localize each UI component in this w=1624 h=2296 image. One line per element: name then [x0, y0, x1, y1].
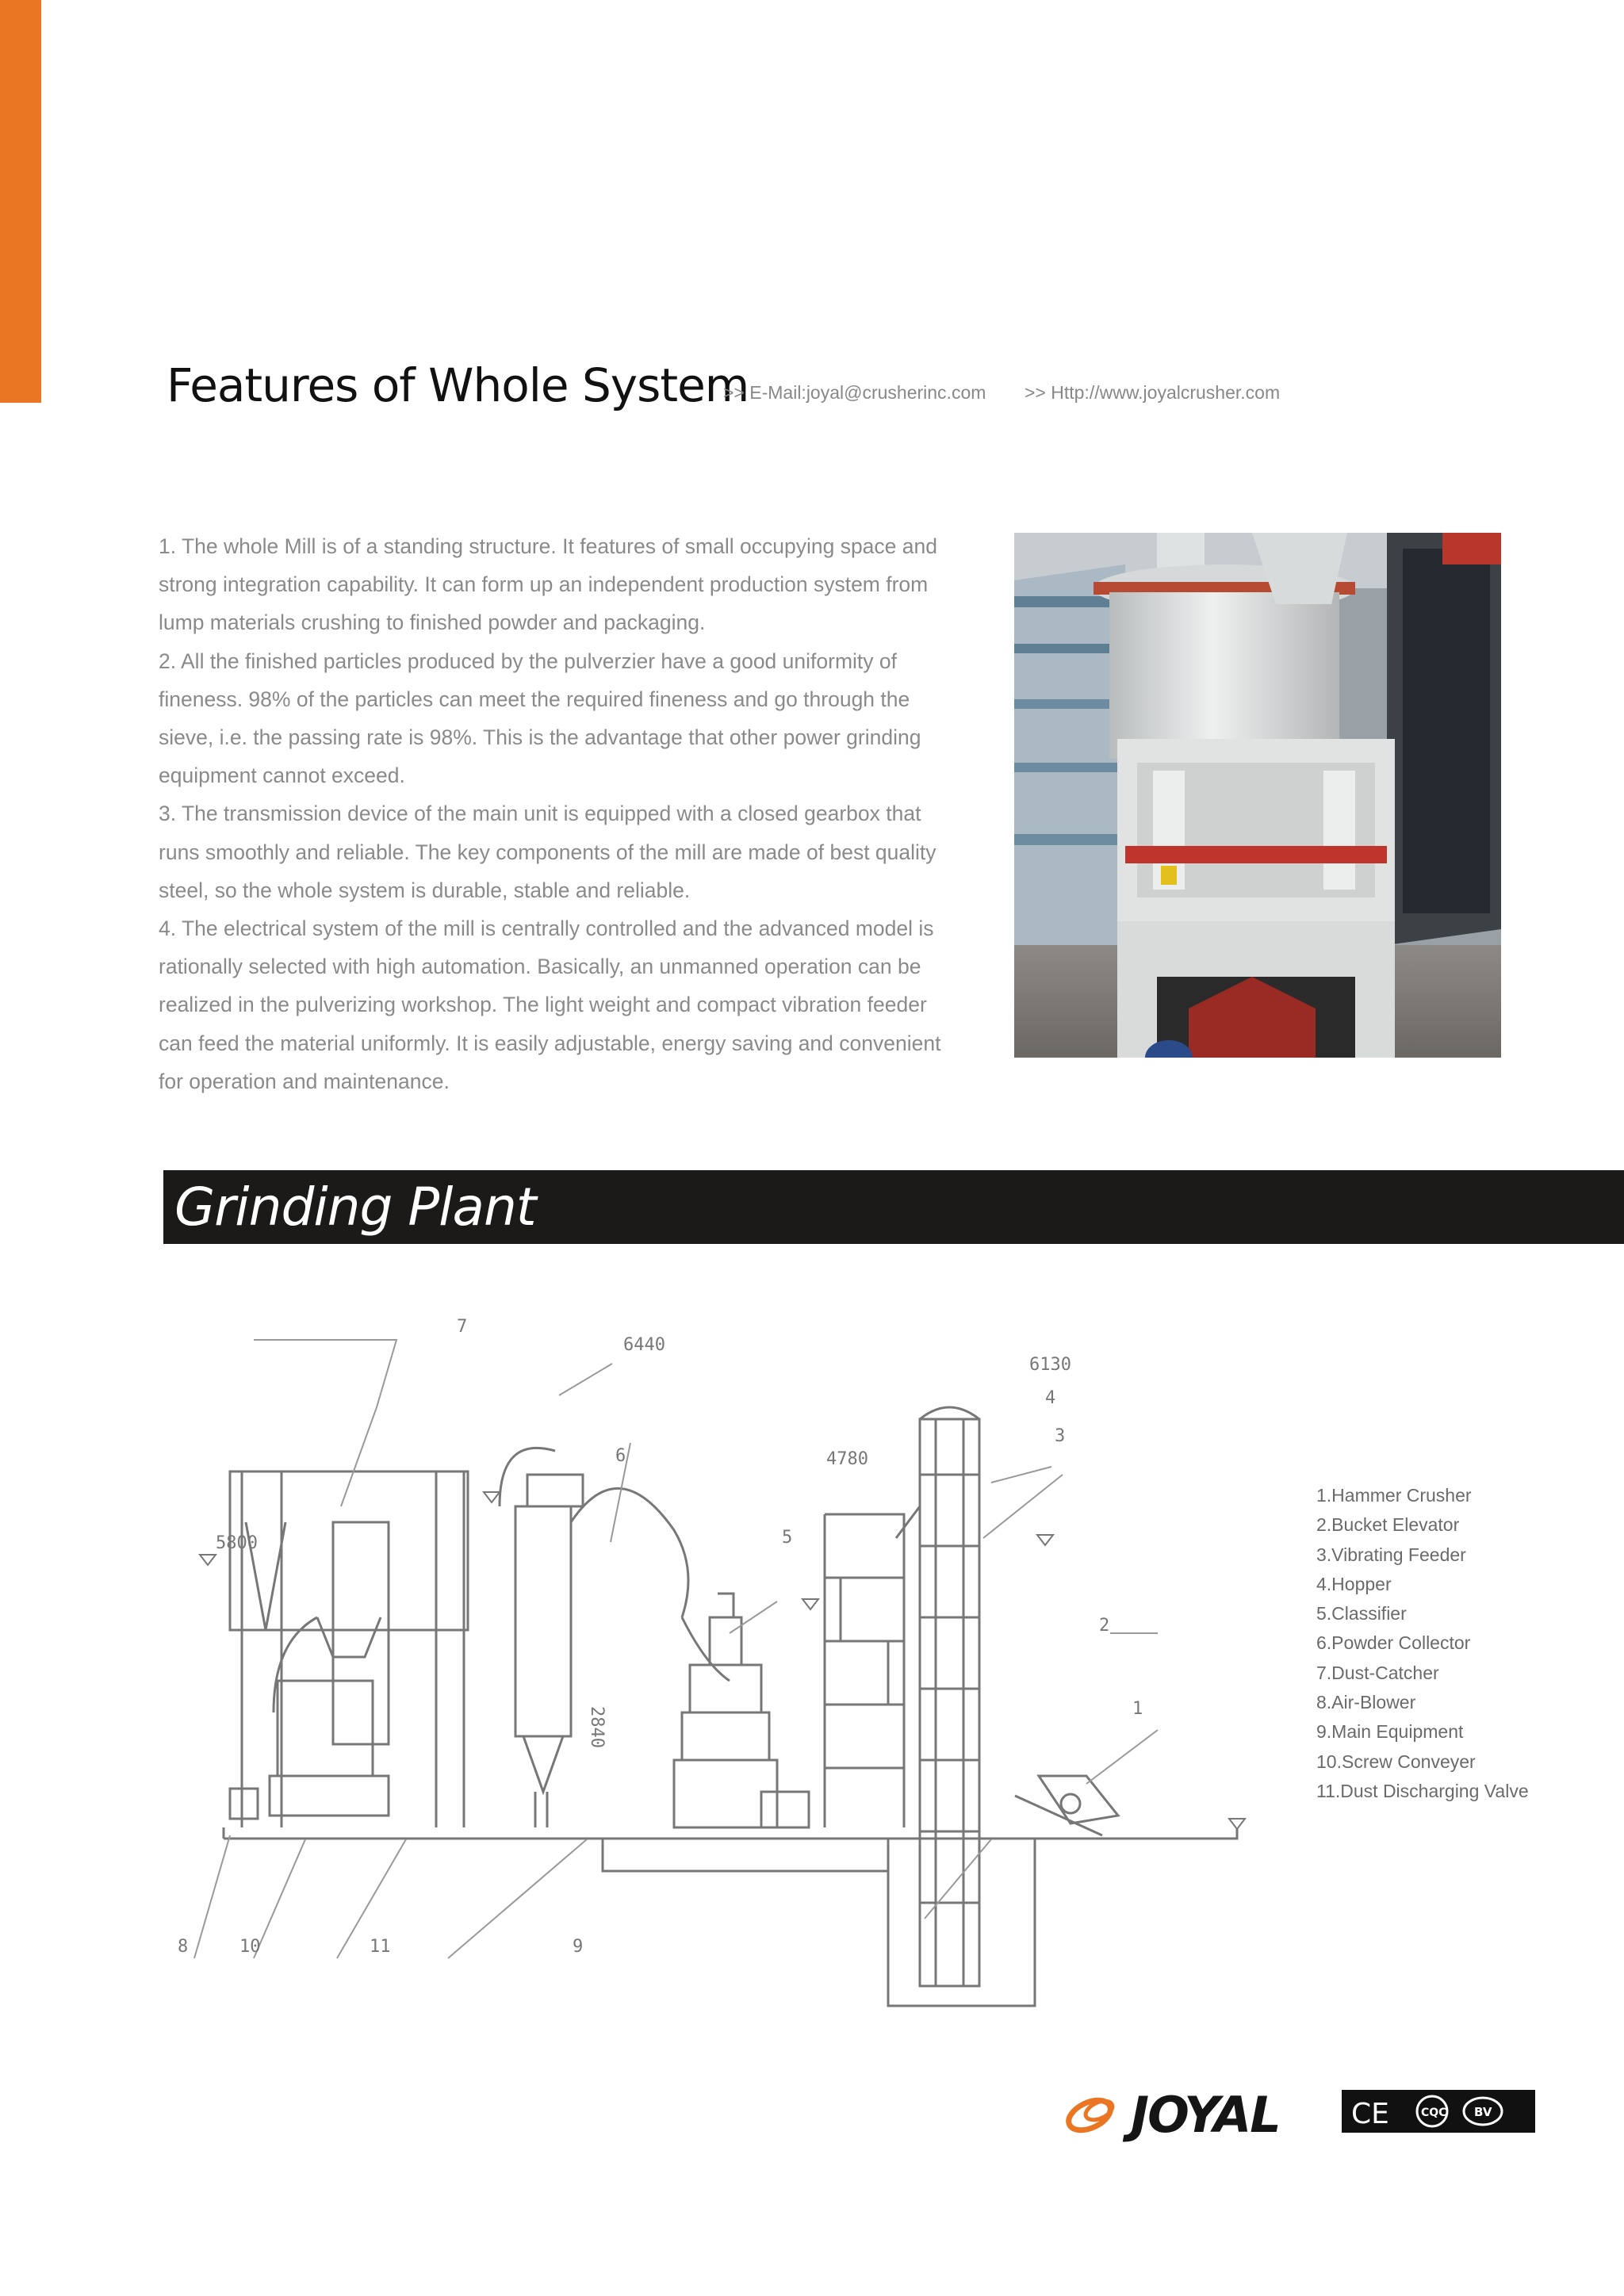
- orange-accent-bar: [0, 0, 41, 403]
- feature-paragraph: 1. The whole Mill is of a standing struc…: [159, 534, 937, 635]
- website-link[interactable]: >> Http://www.joyalcrusher.com: [1025, 382, 1281, 403]
- section-title: Grinding Plant: [174, 1177, 537, 1238]
- brand-wordmark: JOYAL: [1122, 2086, 1280, 2142]
- legend-item: 9.Main Equipment: [1316, 1721, 1464, 1743]
- elevation-label: 4780: [826, 1449, 868, 1469]
- callout-number: 6: [615, 1446, 626, 1466]
- legend-item: 3.Vibrating Feeder: [1316, 1544, 1466, 1565]
- callout-number: 9: [573, 1937, 583, 1957]
- feature-paragraph: 2. All the finished particles produced b…: [159, 649, 921, 788]
- dimension-label: 2840: [587, 1706, 607, 1748]
- callout-number: 8: [178, 1937, 188, 1957]
- legend-item: 2.Bucket Elevator: [1316, 1514, 1460, 1536]
- legend-item: 5.Classifier: [1316, 1603, 1407, 1624]
- callout-number: 7: [457, 1317, 467, 1337]
- elevation-label: 5800: [216, 1533, 258, 1553]
- legend-item: 10.Screw Conveyer: [1316, 1751, 1476, 1772]
- grinding-plant-diagram: 5800 6440 4780 6130 2840 1 2 3 4 5 6 7 8…: [178, 1317, 1247, 2007]
- diagram-legend: 1.Hammer Crusher 2.Bucket Elevator 3.Vib…: [1316, 1481, 1529, 1806]
- legend-item: 6.Powder Collector: [1316, 1632, 1471, 1654]
- elevation-label: 6130: [1029, 1355, 1071, 1375]
- joyal-logo: JOYAL CE CQC BV: [1066, 2086, 1535, 2142]
- feature-paragraph: 3. The transmission device of the main u…: [159, 802, 936, 902]
- feature-paragraph: 4. The electrical system of the mill is …: [159, 916, 941, 1093]
- callout-number: 3: [1055, 1426, 1065, 1446]
- page-title: Features of Whole System: [167, 358, 749, 412]
- legend-item: 1.Hammer Crusher: [1316, 1485, 1472, 1506]
- bv-mark-icon: BV: [1474, 2105, 1492, 2119]
- legend-item: 11.Dust Discharging Valve: [1316, 1780, 1529, 1801]
- callout-number: 10: [239, 1937, 261, 1957]
- swirl-logo-icon: [1066, 2097, 1115, 2133]
- section-header-band: Grinding Plant: [160, 1170, 1624, 1244]
- legend-item: 8.Air-Blower: [1316, 1692, 1416, 1713]
- callout-number: 1: [1132, 1699, 1143, 1719]
- ce-mark-icon: CE: [1351, 2098, 1389, 2130]
- legend-item: 4.Hopper: [1316, 1573, 1392, 1594]
- cqc-mark-icon: CQC: [1421, 2107, 1446, 2119]
- legend-item: 7.Dust-Catcher: [1316, 1662, 1439, 1683]
- mill-machine-photo: [1014, 533, 1501, 1058]
- callout-number: 2: [1099, 1616, 1109, 1636]
- callout-number: 5: [782, 1528, 792, 1548]
- callout-number: 4: [1045, 1388, 1055, 1408]
- features-text: 1. The whole Mill is of a standing struc…: [159, 527, 959, 1100]
- callout-number: 11: [370, 1937, 391, 1957]
- elevation-label: 6440: [623, 1335, 665, 1355]
- email-link[interactable]: >> E-Mail:joyal@crusherinc.com: [723, 382, 986, 403]
